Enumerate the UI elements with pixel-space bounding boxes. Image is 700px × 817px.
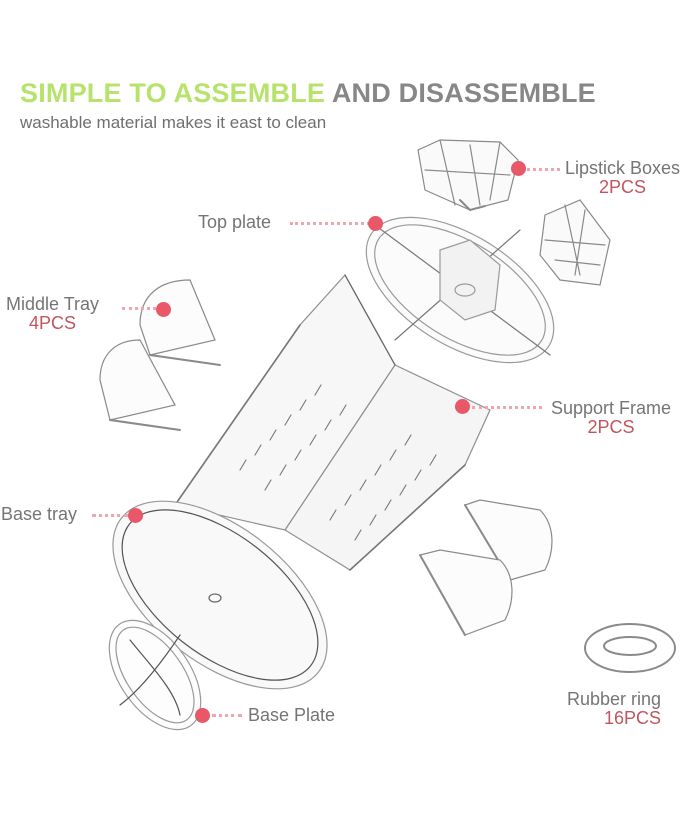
top-plate-label: Top plate [198, 213, 271, 232]
lipstick-boxes-leader [527, 168, 560, 171]
rubber-ring-drawing [584, 623, 676, 673]
headline-highlight: SIMPLE TO ASSEMBLE [20, 78, 326, 108]
support-frame-drawing [174, 273, 491, 571]
middle-tray-leader [122, 307, 156, 310]
middle-tray-marker [156, 302, 171, 317]
base-tray-marker [128, 508, 143, 523]
support-frame-leader [472, 406, 542, 409]
lipstick-boxes-name: Lipstick Boxes [565, 158, 681, 178]
support-frame-quantity: 2PCS [587, 416, 635, 437]
middle-tray-right-drawing [419, 499, 553, 636]
base-tray-label: Base tray [1, 505, 77, 524]
rubber-ring-quantity: 16PCS [604, 707, 662, 728]
middle-tray-name: Middle Tray [6, 294, 100, 314]
lipstick-box-2-drawing [539, 199, 611, 286]
middle-tray-left-drawing [99, 279, 221, 431]
support-frame-name: Support Frame [551, 398, 672, 418]
top-plate-marker [368, 216, 383, 231]
headline-rest: AND DISASSEMBLE [331, 78, 596, 108]
base-plate-marker [195, 708, 210, 723]
base-plate-label: Base Plate [248, 706, 335, 725]
support-frame-marker [455, 399, 470, 414]
rubber-ring-label: Rubber ring 16PCS [567, 690, 661, 728]
base-plate-name: Base Plate [248, 705, 336, 725]
base-tray-leader [92, 514, 128, 517]
rubber-ring-name: Rubber ring [567, 689, 662, 709]
top-plate-name: Top plate [198, 212, 272, 232]
headline: SIMPLE TO ASSEMBLE AND DISASSEMBLE [20, 80, 596, 107]
top-plate-drawing [365, 216, 555, 364]
middle-tray-quantity: 4PCS [29, 312, 77, 333]
base-plate-drawing [108, 619, 202, 731]
lipstick-boxes-marker [511, 161, 526, 176]
base-tray-name: Base tray [1, 504, 78, 524]
lipstick-boxes-quantity: 2PCS [599, 176, 647, 197]
lipstick-boxes-label: Lipstick Boxes 2PCS [565, 159, 680, 197]
top-plate-leader [290, 222, 370, 225]
subtitle: washable material makes it east to clean [20, 113, 327, 132]
base-plate-leader [212, 714, 242, 717]
middle-tray-label: Middle Tray 4PCS [6, 295, 99, 333]
support-frame-label: Support Frame 2PCS [551, 399, 671, 437]
lipstick-box-1-drawing [417, 139, 519, 212]
